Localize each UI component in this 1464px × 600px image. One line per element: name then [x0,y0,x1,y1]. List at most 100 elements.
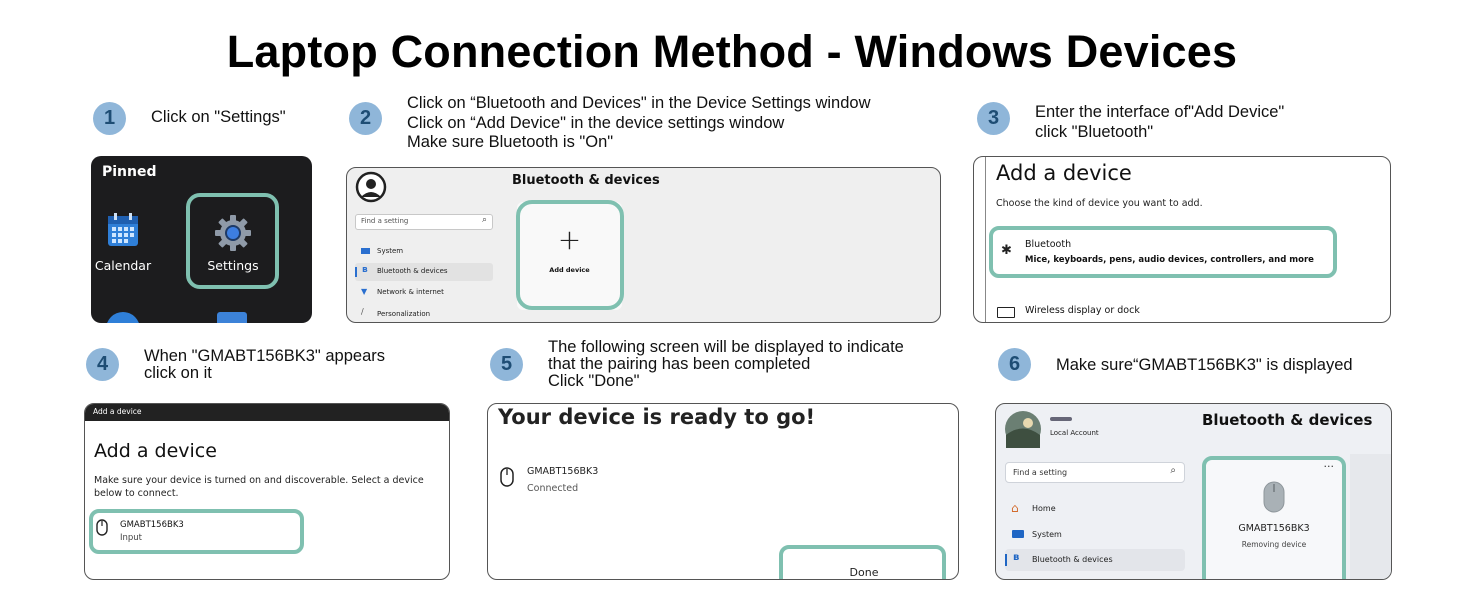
instruction-line: When "GMABT156BK3" appears [144,347,385,365]
step-number-badge: 4 [86,348,119,381]
nav-label: Bluetooth & devices [377,267,448,275]
dialog-description: Make sure your device is turned on and d… [94,475,424,499]
device-name: GMABT156BK3 [1238,523,1310,534]
dialog-title: Add a device [996,161,1132,185]
device-list-dialog-screenshot: Add a device Add a device Make sure your… [84,403,450,580]
calendar-app[interactable]: Calendar [93,212,153,282]
more-options-icon[interactable]: ··· [1323,460,1335,473]
instruction-line: Enter the interface of"Add Device" [1035,103,1285,121]
step-3-instruction: Enter the interface of"Add Device" click… [1035,102,1284,142]
instruction-line: click "Bluetooth" [1035,123,1154,141]
page-heading: Bluetooth & devices [1202,411,1373,429]
nav-item-personalization[interactable]: ∕ Personalization [355,307,493,321]
step-number-badge: 3 [977,102,1010,135]
monitor-icon [361,248,370,254]
settings-window-screenshot: Find a setting ⌕ System ʙ Bluetooth & de… [346,167,941,323]
nav-item-system[interactable]: System [355,244,493,260]
step-number-badge: 1 [93,102,126,135]
avatar-icon [1005,411,1041,448]
search-icon: ⌕ [481,215,487,225]
step-6-instruction: Make sure“GMABT156BK3" is displayed [1056,356,1353,375]
done-label: Done [849,566,879,579]
calendar-label: Calendar [94,258,152,273]
page-title: Laptop Connection Method - Windows Devic… [226,26,1238,77]
nav-item-bluetooth[interactable]: ʙ Bluetooth & devices [355,263,493,281]
step-number-badge: 5 [490,348,523,381]
home-icon: ⌂ [1011,501,1019,515]
device-card[interactable]: ··· GMABT156BK3 Removing device [1206,460,1342,579]
device-highlight [89,509,304,554]
wifi-icon: ▼ [361,287,368,296]
instruction-line: that the pairing has been completed [548,355,811,373]
device-name: GMABT156BK3 [527,466,599,477]
settings-app[interactable]: Settings [197,202,269,288]
add-device-label: Add device [549,266,590,274]
device-card-highlight [1202,456,1346,579]
avatar-icon [355,171,387,203]
nav-label: System [377,247,404,255]
search-placeholder: Find a setting [361,217,409,225]
settings-highlight [186,193,279,289]
settings-label: Settings [207,258,259,273]
wireless-option[interactable]: Wireless display or dock [992,301,1332,322]
nav-item-network[interactable]: ▼ Network & internet [355,285,493,301]
settings-search-box[interactable]: Find a setting ⌕ [1005,462,1185,483]
instruction-line: Make sure Bluetooth is "On" [407,133,614,151]
nav-label: Network & internet [377,288,444,296]
dialog-subtitle: Choose the kind of device you want to ad… [996,198,1203,209]
device-status: Removing device [1241,540,1307,549]
nav-item-bluetooth[interactable]: ʙ Bluetooth & devices [1005,549,1185,571]
instruction-line: Click on "Settings" [151,108,286,126]
step-1-instruction: Click on "Settings" [151,108,286,127]
step-number-badge: 2 [349,102,382,135]
window-titlebar: Add a device [85,404,449,421]
add-device-highlight [516,200,624,310]
bluetooth-highlight [989,226,1337,278]
device-ready-screenshot: Your device is ready to go! GMABT156BK3 … [487,403,959,580]
device-name: GMABT156BK3 [120,520,184,530]
ready-title: Your device is ready to go! [498,405,816,429]
device-type: Input [120,533,143,543]
selected-indicator [1005,554,1007,566]
bluetooth-icon: ʙ [362,265,368,275]
step-2-instruction: Click on “Bluetooth and Devices" in the … [407,94,871,153]
monitor-icon [1012,530,1024,538]
add-device-dialog-screenshot: Add a device Choose the kind of device y… [973,156,1391,323]
bluetooth-icon: ✱ [1001,243,1012,258]
device-list-item[interactable]: GMABT156BK3 Input [91,511,301,553]
start-menu-screenshot: Pinned Calendar [91,156,312,323]
monitor-icon [997,307,1015,318]
gear-icon [215,215,251,251]
dialog-title: Add a device [94,440,217,462]
instruction-line: Click on “Add Device" in the device sett… [407,113,785,132]
instruction-line: Make sure“GMABT156BK3" is displayed [1056,356,1353,374]
step-number-badge: 6 [998,348,1031,381]
step-5-instruction: The following screen will be displayed t… [548,339,904,390]
add-device-card[interactable]: + Add device [517,202,622,310]
nav-label: Bluetooth & devices [1032,555,1113,564]
nav-label: Personalization [377,310,431,318]
nav-item-home[interactable]: ⌂ Home [1005,500,1185,518]
instruction-line: Click on “Bluetooth and Devices" in the … [407,94,871,112]
selected-indicator [355,267,357,277]
search-icon: ⌕ [1170,465,1176,476]
mouse-icon [1263,481,1285,513]
search-placeholder: Find a setting [1013,468,1068,477]
account-type: Local Account [1050,429,1099,437]
done-button[interactable]: Done [784,549,944,579]
bluetooth-option-title: Bluetooth [1025,239,1072,250]
mouse-icon [96,519,108,536]
nav-label: Home [1032,504,1056,513]
step-4-instruction: When "GMABT156BK3" appears click on it [144,348,385,382]
bluetooth-option[interactable]: ✱ Bluetooth Mice, keyboards, pens, audio… [992,229,1332,277]
page-heading: Bluetooth & devices [512,173,660,188]
settings-search-box[interactable]: Find a setting ⌕ [355,214,493,230]
calendar-icon [108,213,138,246]
wireless-option-title: Wireless display or dock [1025,305,1140,316]
partial-app-icon [217,312,247,323]
plus-icon: + [557,223,582,256]
mouse-icon [500,467,514,487]
nav-item-system[interactable]: System [1005,526,1185,544]
side-panel [1350,454,1391,579]
bluetooth-devices-screenshot: Local Account Bluetooth & devices Find a… [995,403,1392,580]
